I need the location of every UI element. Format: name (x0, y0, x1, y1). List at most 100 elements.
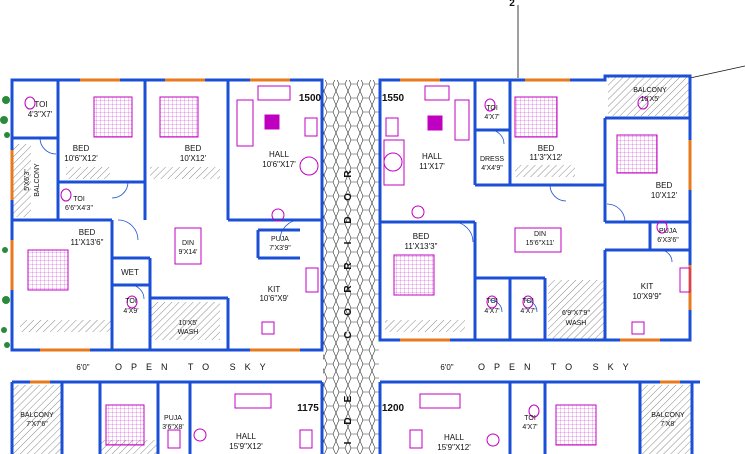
open-to-sky-text: OPEN TO SKY (115, 362, 275, 372)
open-to-sky-dimension: 6'0" (440, 363, 453, 372)
room-size: 10'X12' (651, 191, 678, 200)
corridor-letter: R (343, 262, 354, 270)
top-marker: 2 (509, 0, 515, 9)
room-size: 4'X4'9" (481, 165, 503, 172)
room-name: BED (79, 228, 96, 237)
corridor-paving (323, 80, 379, 454)
room-size: 10'6"X9' (259, 294, 289, 303)
room-size: 4'X7' (520, 308, 535, 315)
room-size: 10'6"X17' (262, 160, 296, 169)
room-size: 5'X6'3" (24, 169, 31, 191)
room-size: 15'9"X12' (437, 443, 471, 452)
room-size: 11'X13'3" (405, 242, 438, 251)
room-name: DIN (182, 240, 194, 247)
corridor-letter: E (343, 395, 354, 402)
room-name: BED (73, 144, 90, 153)
room-size: 15'6"X11' (526, 240, 555, 247)
room-name: DRESS (480, 156, 504, 163)
corridor-letter: I (343, 241, 354, 244)
room-name: DIN (534, 231, 546, 238)
room-size: 7'X7'6" (26, 421, 48, 428)
room-size: 11'3"X12' (530, 153, 563, 162)
lower-unit-labels: BALCONY 7'X7'6" PUJA 3'6"X8' HALL 15'9"X… (20, 412, 685, 452)
room-size: 3'6"X8' (162, 424, 184, 431)
room-size: 9'X14' (178, 249, 197, 256)
unit-number-labels: 1500 1550 1175 1200 (297, 93, 404, 414)
corridor-letter: O (343, 193, 354, 201)
room-size: 10'6"X12' (64, 154, 98, 163)
room-size: 4'3"X7' (28, 110, 53, 119)
room-name: BED (413, 232, 430, 241)
room-name: HALL (444, 433, 465, 442)
open-to-sky-left: 6'0" OPEN TO SKY (76, 362, 275, 372)
corridor-letter: C (343, 331, 354, 338)
corridor-letter: D (343, 216, 354, 223)
room-size: 10'X9'9" (632, 292, 661, 301)
room-name: BALCONY (651, 412, 685, 419)
corridor-letter: D (343, 417, 354, 424)
room-name: WASH (178, 329, 199, 336)
room-size: 4'X7' (484, 114, 499, 121)
unit-number-1550: 1550 (382, 93, 405, 104)
room-size: 4'X9' (123, 308, 138, 315)
corridor-letter: O (343, 308, 354, 316)
room-size: 4'X7' (484, 308, 499, 315)
room-size: 11'X17' (419, 162, 445, 171)
room-size: 10'X5' (178, 320, 197, 327)
room-name: HALL (422, 152, 443, 161)
corridor-letter: I (343, 441, 354, 444)
hatched-areas (12, 76, 692, 454)
open-to-sky-text: OPEN TO SKY (478, 362, 638, 372)
room-size: 7'X3'9" (269, 245, 291, 252)
room-name: BED (538, 144, 555, 153)
room-name: BALCONY (20, 412, 54, 419)
room-name: TOI (34, 100, 47, 109)
left-unit-labels: TOI 4'3"X7' BED 10'6"X12' BED 10'X12' HA… (24, 100, 296, 336)
open-to-sky-right: 6'0" OPEN TO SKY (440, 362, 638, 372)
room-size: 11'X13'6" (71, 238, 104, 247)
room-name: BALCONY (633, 87, 667, 94)
room-size: 7'X8' (660, 421, 675, 428)
room-name: PUJA (271, 236, 289, 243)
room-size: 10'X5' (640, 96, 659, 103)
plant-decoration (0, 96, 10, 348)
room-size: 10'X12' (180, 154, 207, 163)
room-name: BALCONY (34, 163, 41, 197)
room-name: TOI (73, 196, 85, 203)
room-size: 4'X7' (522, 424, 537, 431)
room-name: BED (185, 144, 202, 153)
room-name: KIT (641, 282, 654, 291)
leader-lines (517, 5, 745, 79)
corridor-letter: R (343, 170, 354, 178)
room-size: 6'9"X7'9" (562, 310, 590, 317)
room-name: BED (656, 181, 673, 190)
room-name: WET (121, 268, 139, 277)
room-name: PUJA (659, 228, 677, 235)
furniture (24, 85, 691, 449)
room-name: TOI (522, 298, 534, 305)
room-name: TOI (486, 105, 498, 112)
right-unit-labels: HALL 11'X17' TOI 4'X7' BED 11'3"X12' BAL… (405, 87, 680, 327)
unit-number-1500: 1500 (299, 93, 322, 104)
door-swings (39, 129, 673, 313)
open-to-sky-dimension: 6'0" (76, 363, 89, 372)
room-name: PUJA (164, 415, 182, 422)
corridor-label: C O R R I D O R I D E (343, 170, 354, 445)
room-size: 6'X3'6" (657, 237, 679, 244)
room-name: WASH (566, 320, 587, 327)
room-name: HALL (236, 432, 257, 441)
corridor-letter: R (343, 285, 354, 293)
room-size: 15'9"X12' (229, 442, 263, 451)
room-name: KIT (268, 285, 281, 294)
windows (10, 78, 692, 384)
room-name: TOI (125, 298, 137, 305)
room-size: 6'6"X4'3" (65, 205, 93, 212)
unit-number-1200: 1200 (382, 403, 405, 414)
unit-number-1175: 1175 (297, 403, 319, 414)
walls (10, 74, 700, 454)
room-name: TOI (524, 415, 536, 422)
room-name: TOI (486, 298, 498, 305)
room-name: HALL (269, 150, 290, 159)
